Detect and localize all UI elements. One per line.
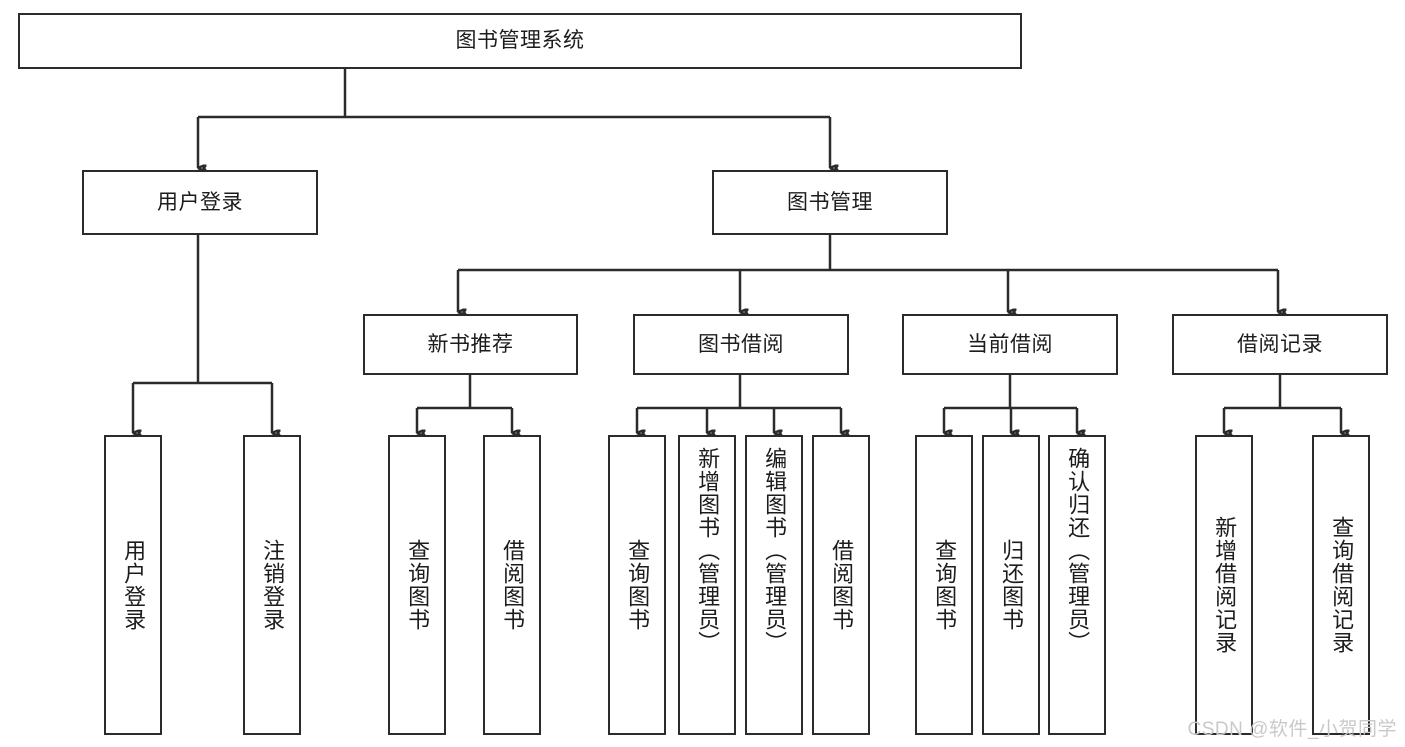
node-leaf-label: 查询借阅记录: [1329, 516, 1355, 654]
node-leaf-label: 编辑图书（管理员）: [762, 447, 788, 654]
node-leaf-label: 归还图书: [999, 539, 1025, 631]
node-level3-2[interactable]: 当前借阅: [902, 314, 1118, 375]
watermark-text: CSDN @软件_小贺同学: [1187, 719, 1397, 740]
node-level3-label: 当前借阅: [967, 332, 1053, 356]
node-leaf-3[interactable]: 借阅图书: [483, 435, 541, 735]
node-root-label: 图书管理系统: [455, 29, 585, 53]
node-leaf-5[interactable]: 新增图书（管理员）: [678, 435, 736, 735]
node-leaf-11[interactable]: 新增借阅记录: [1195, 435, 1253, 735]
node-root-root[interactable]: 图书管理系统: [18, 13, 1022, 69]
node-leaf-6[interactable]: 编辑图书（管理员）: [745, 435, 803, 735]
node-level3-3[interactable]: 借阅记录: [1172, 314, 1388, 375]
node-leaf-1[interactable]: 注销登录: [243, 435, 301, 735]
node-leaf-12[interactable]: 查询借阅记录: [1312, 435, 1370, 735]
node-leaf-label: 借阅图书: [829, 539, 855, 631]
node-leaf-label: 注销登录: [260, 539, 286, 631]
node-leaf-10[interactable]: 确认归还（管理员）: [1048, 435, 1106, 735]
node-level2-label: 用户登录: [157, 190, 243, 214]
connector-lines: [131, 69, 1341, 433]
node-level2-label: 图书管理: [787, 190, 873, 214]
node-leaf-2[interactable]: 查询图书: [388, 435, 446, 735]
node-leaf-label: 确认归还（管理员）: [1065, 447, 1091, 654]
node-leaf-label: 查询图书: [405, 539, 431, 631]
node-level3-label: 借阅记录: [1237, 332, 1323, 356]
node-leaf-label: 用户登录: [121, 539, 147, 631]
node-leaf-label: 新增借阅记录: [1212, 516, 1238, 654]
node-leaf-label: 查询图书: [625, 539, 651, 631]
node-leaf-4[interactable]: 查询图书: [608, 435, 666, 735]
node-leaf-8[interactable]: 查询图书: [915, 435, 973, 735]
node-level3-1[interactable]: 图书借阅: [633, 314, 849, 375]
node-leaf-9[interactable]: 归还图书: [982, 435, 1040, 735]
node-leaf-label: 查询图书: [932, 539, 958, 631]
node-level2-0[interactable]: 用户登录: [82, 170, 318, 235]
node-level2-1[interactable]: 图书管理: [712, 170, 948, 235]
node-leaf-0[interactable]: 用户登录: [104, 435, 162, 735]
node-level3-0[interactable]: 新书推荐: [363, 314, 578, 375]
node-leaf-7[interactable]: 借阅图书: [812, 435, 870, 735]
node-level3-label: 新书推荐: [427, 332, 514, 356]
node-level3-label: 图书借阅: [698, 332, 784, 356]
node-leaf-label: 新增图书（管理员）: [695, 447, 721, 654]
node-leaf-label: 借阅图书: [500, 539, 526, 631]
